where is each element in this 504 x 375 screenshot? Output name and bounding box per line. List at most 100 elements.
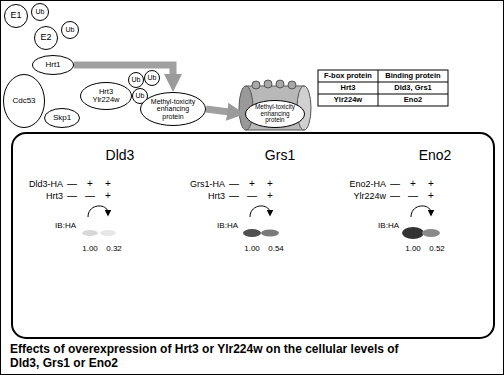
node-text: Cdc53 bbox=[7, 97, 41, 105]
band-ratio: 0.52 bbox=[429, 245, 445, 253]
condition-sign: — bbox=[85, 191, 95, 201]
outline-ellipse bbox=[145, 71, 160, 86]
ubiquitin-circle: Ub bbox=[128, 72, 144, 88]
fbox-ellipse: Hrt3 Ylr224w bbox=[80, 82, 132, 110]
blot-band bbox=[422, 229, 440, 237]
node-text: Hrt1 bbox=[36, 61, 70, 69]
node-text: Methyl-toxicity enhancing protein bbox=[147, 98, 200, 120]
panel-heading: Grs1 bbox=[265, 148, 295, 162]
node-label: Methyl-toxicity enhancing protein bbox=[147, 98, 200, 120]
table-cell: Eno2 bbox=[404, 96, 422, 104]
condition-sign: + bbox=[267, 191, 273, 201]
proteasome-lobe bbox=[252, 81, 260, 89]
figure-caption: Effects of overexpression of Hrt3 or Ylr… bbox=[10, 342, 410, 370]
outline-ellipse bbox=[62, 22, 79, 39]
curved-arrow bbox=[88, 206, 108, 217]
node-text: Ub bbox=[130, 76, 143, 83]
condition-sign: + bbox=[267, 179, 273, 189]
node-label: Ub bbox=[130, 76, 143, 83]
blot-band bbox=[402, 227, 424, 239]
antibody-label: IB:HA bbox=[217, 222, 238, 230]
table-cell: Binding protein bbox=[385, 72, 440, 80]
condition-sign: + bbox=[410, 179, 416, 189]
substrate-ellipse: Methyl-toxicity enhancing protein bbox=[140, 92, 206, 126]
protein-ellipse: Cdc53 bbox=[3, 74, 45, 128]
node-label: Ub bbox=[33, 8, 47, 15]
condition-sign: + bbox=[249, 179, 255, 189]
row-label: Eno2-HA bbox=[349, 180, 386, 189]
table-cell: F-box protein bbox=[324, 72, 372, 80]
curved-arrow bbox=[411, 206, 431, 217]
outline-ellipse bbox=[246, 101, 305, 128]
blot-band bbox=[261, 230, 279, 237]
blot-band bbox=[100, 230, 116, 236]
node-text: Skp1 bbox=[48, 114, 77, 122]
condition-sign: — bbox=[390, 179, 400, 189]
condition-sign: + bbox=[105, 191, 111, 201]
row-label: Dld3-HA bbox=[29, 180, 63, 189]
condition-sign: — bbox=[67, 191, 77, 201]
node-text: Ub bbox=[33, 8, 47, 15]
condition-sign: — bbox=[390, 191, 400, 201]
node-text: Ub bbox=[134, 92, 147, 99]
node-text: E1 bbox=[6, 11, 25, 20]
condition-sign: — bbox=[67, 179, 77, 189]
proteasome-body bbox=[246, 86, 304, 130]
table-rule bbox=[318, 94, 448, 95]
band-ratio: 1.00 bbox=[244, 245, 260, 253]
outline-ellipse bbox=[4, 75, 45, 128]
protein-ellipse: Skp1 bbox=[44, 108, 80, 128]
outline-ellipse bbox=[5, 5, 28, 28]
row-label: Ylr224w bbox=[353, 192, 386, 201]
proteasome-lobe bbox=[288, 81, 296, 89]
binding-table bbox=[318, 70, 448, 106]
node-label: Ub bbox=[146, 74, 159, 81]
condition-sign: + bbox=[428, 191, 434, 201]
outline-ellipse bbox=[32, 4, 49, 21]
node-text: Ub bbox=[146, 74, 159, 81]
node-label: E1 bbox=[6, 11, 25, 20]
protein-ellipse: Hrt1 bbox=[32, 55, 74, 75]
outline-ellipse bbox=[81, 83, 132, 110]
node-text: Hrt3 Ylr224w bbox=[85, 88, 127, 104]
table-cell: Ylr224w bbox=[334, 96, 362, 104]
row-label: Grs1-HA bbox=[190, 180, 225, 189]
proteasome-drawing bbox=[239, 80, 311, 130]
blot-band bbox=[243, 229, 261, 237]
proteasome-lobe bbox=[276, 80, 284, 88]
outline-ellipse bbox=[45, 109, 80, 128]
table-cell: Dld3, Grs1 bbox=[394, 84, 432, 92]
substrate-ellipse: Methyl-toxicity enhancing protein bbox=[245, 100, 305, 128]
condition-sign: — bbox=[229, 179, 239, 189]
panel-frame bbox=[12, 133, 494, 338]
condition-sign: + bbox=[105, 179, 111, 189]
node-label: Ub bbox=[134, 92, 147, 99]
panel-heading: Dld3 bbox=[106, 148, 135, 162]
ubiquitin-circle: Ub bbox=[144, 70, 160, 86]
condition-sign: + bbox=[428, 179, 434, 189]
condition-sign: + bbox=[87, 179, 93, 189]
row-label: Hrt3 bbox=[46, 192, 63, 201]
ubiquitin-circle: Ub bbox=[61, 21, 79, 39]
node-text: E2 bbox=[36, 33, 55, 42]
outline-ellipse bbox=[129, 73, 144, 88]
band-ratio: 1.00 bbox=[82, 245, 98, 253]
node-text: Methyl-toxicity enhancing protein bbox=[251, 104, 299, 124]
blot-band bbox=[82, 230, 98, 236]
enzyme-circle: E1 bbox=[4, 4, 28, 28]
antibody-label: IB:HA bbox=[378, 222, 399, 230]
node-label: Methyl-toxicity enhancing protein bbox=[251, 104, 299, 124]
node-label: Hrt3 Ylr224w bbox=[85, 88, 127, 104]
table-frame bbox=[318, 70, 448, 106]
node-label: Skp1 bbox=[48, 114, 77, 122]
outline-ellipse bbox=[141, 93, 206, 126]
outline-ellipse bbox=[33, 56, 74, 75]
panel-heading: Eno2 bbox=[419, 148, 452, 162]
ubiquitin-circle: Ub bbox=[31, 3, 49, 21]
node-label: Ub bbox=[63, 26, 77, 33]
band-ratio: 1.00 bbox=[405, 245, 421, 253]
condition-sign: — bbox=[408, 191, 418, 201]
process-arrow bbox=[206, 109, 233, 112]
row-label: Hrt3 bbox=[208, 192, 225, 201]
